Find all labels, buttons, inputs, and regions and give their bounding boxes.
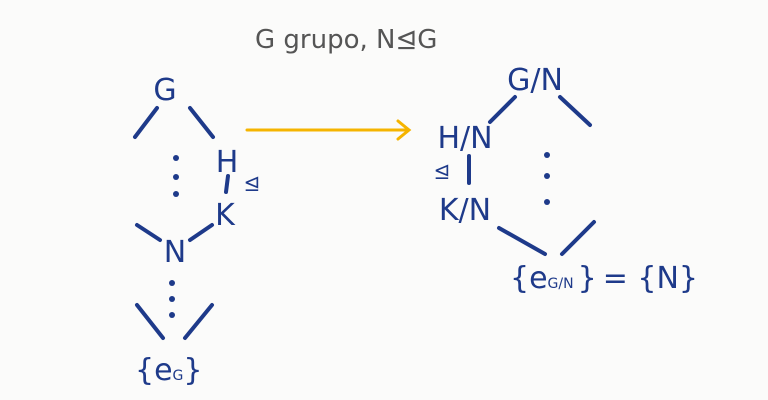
left-node-identity: {eG} xyxy=(135,353,203,388)
right-lattice: G/N H/N ⊴ K/N {eG/N}= {N} xyxy=(434,63,698,296)
edge xyxy=(558,95,592,127)
left-node-h: H xyxy=(216,145,239,180)
right-node-g-mod-n: G/N xyxy=(507,63,563,98)
right-node-k-mod-n: K/N xyxy=(439,193,491,228)
ellipsis-dot xyxy=(173,191,179,197)
edge xyxy=(135,223,162,242)
edge xyxy=(133,106,159,139)
left-node-k: K xyxy=(215,198,236,233)
ellipsis-dot xyxy=(169,296,175,302)
left-node-g: G xyxy=(153,73,176,108)
left-node-n: N xyxy=(164,235,186,270)
edge xyxy=(488,95,517,124)
left-lattice: G H ⊴ K N {eG} xyxy=(133,73,261,388)
edge xyxy=(188,223,214,242)
ellipsis-dot xyxy=(169,312,175,318)
edge xyxy=(560,220,596,256)
edge xyxy=(183,303,214,340)
right-node-h-mod-n: H/N xyxy=(437,121,492,156)
ellipsis-dot xyxy=(544,152,550,158)
ellipsis-dot xyxy=(173,155,179,161)
ellipsis-dot xyxy=(544,173,550,179)
edge xyxy=(135,303,165,340)
ellipsis-dot xyxy=(173,174,179,180)
normal-subgroup-symbol: ⊴ xyxy=(244,171,261,195)
edge xyxy=(497,226,547,256)
title: G grupo, N⊴G xyxy=(255,25,437,55)
right-node-identity: {eG/N}= {N} xyxy=(510,261,698,296)
edge xyxy=(224,174,230,194)
normal-subgroup-symbol: ⊴ xyxy=(434,159,451,183)
ellipsis-dot xyxy=(169,280,175,286)
edge xyxy=(188,106,215,139)
correspondence-arrow xyxy=(245,119,412,141)
ellipsis-dot xyxy=(544,199,550,205)
